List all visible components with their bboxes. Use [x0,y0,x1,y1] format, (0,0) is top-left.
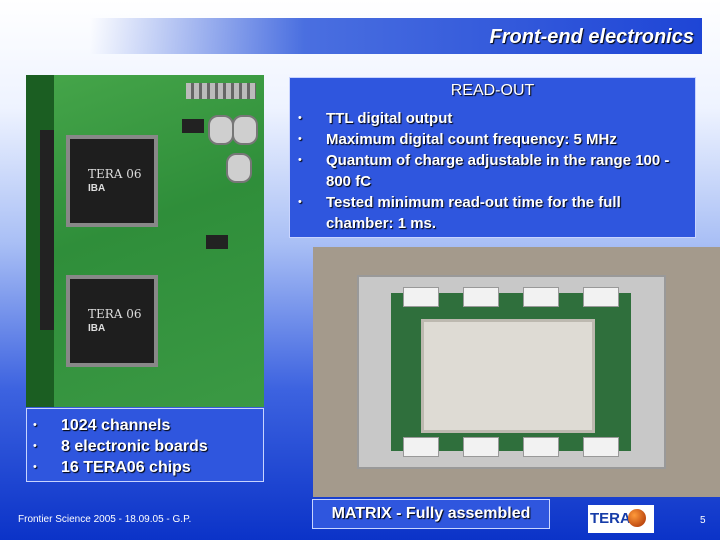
cable [403,437,439,457]
list-item: • 1024 channels [33,415,208,436]
readout-item-text: Quantum of charge adjustable in the rang… [326,152,670,190]
readout-list: • TTL digital output • Maximum digital cou… [298,108,688,234]
cable [463,287,499,307]
chip-sub-label: IBA [88,323,106,334]
capacitor [208,115,234,145]
list-item: • Maximum digital count frequency: 5 MHz [298,129,688,150]
cable [583,437,619,457]
logo-ball-icon [628,509,646,527]
bullet: • [298,112,302,124]
chip-sub-label: IBA [88,183,106,194]
cable [463,437,499,457]
channels-box: • 1024 channels • 8 electronic boards • 16 … [26,408,264,482]
list-item: • 8 electronic boards [33,436,208,457]
tera06-chip: TERA 06 IBA [66,135,158,227]
list-item: • Quantum of charge adjustable in the ran… [298,150,688,192]
cable [403,287,439,307]
cable [583,287,619,307]
matrix-window [421,319,595,433]
cable [523,287,559,307]
channels-item-text: 1024 channels [61,417,171,434]
bullet: • [33,440,37,452]
bullet: • [298,196,302,208]
board-pins [186,83,256,99]
readout-item-text: Maximum digital count frequency: 5 MHz [326,131,617,148]
page-number: 5 [700,515,706,526]
bullet: • [298,154,302,166]
title-bar [90,18,702,54]
small-chip [182,119,204,133]
readout-item-text: Tested minimum read-out time for the ful… [326,194,621,232]
chip-label: TERA 06 [88,167,142,181]
footer-text: Frontier Science 2005 - 18.09.05 - G.P. [18,514,192,525]
capacitor [226,153,252,183]
bullet: • [298,133,302,145]
bullet: • [33,461,37,473]
small-chip [206,235,228,249]
bullet: • [33,419,37,431]
readout-item-text: TTL digital output [326,110,453,127]
electronic-board-photo: TERA 06 IBA TERA 06 IBA [26,75,264,407]
logo-text: TERA [590,510,631,527]
list-item: • Tested minimum read-out time for the fu… [298,192,688,234]
list-item: • 16 TERA06 chips [33,457,208,478]
tera06-chip: TERA 06 IBA [66,275,158,367]
readout-heading: READ-OUT [450,82,535,99]
capacitor [232,115,258,145]
matrix-caption: MATRIX - Fully assembled [312,499,550,529]
tera-logo: TERA [588,505,654,533]
chip-label: TERA 06 [88,307,142,321]
readout-box: READ-OUT • TTL digital output • Maximum di… [289,77,696,238]
matrix-photo [313,247,720,497]
slide-title: Front-end electronics [489,26,694,48]
channels-list: • 1024 channels • 8 electronic boards • 16 … [33,415,208,478]
channels-item-text: 16 TERA06 chips [61,459,191,476]
list-item: • TTL digital output [298,108,688,129]
board-connector [40,130,54,330]
cable [523,437,559,457]
channels-item-text: 8 electronic boards [61,438,208,455]
